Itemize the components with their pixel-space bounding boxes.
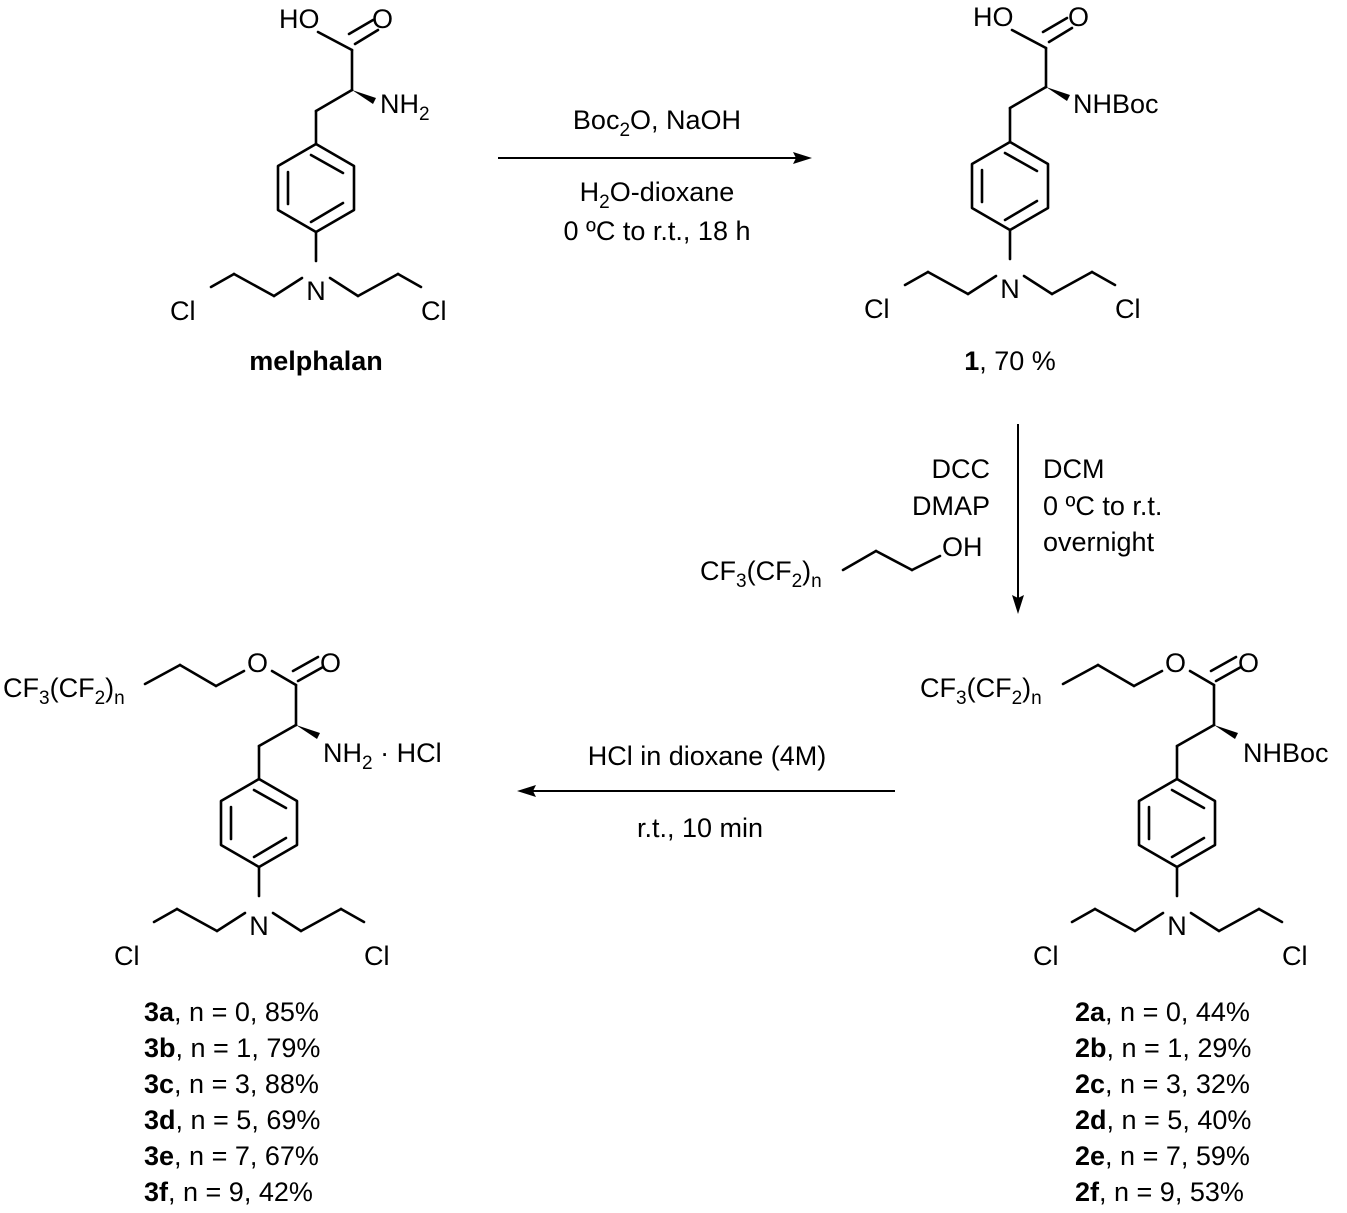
step2-reagent-dcc: DCC bbox=[932, 454, 991, 484]
step2-alcohol-bonds bbox=[841, 549, 942, 572]
melphalan-name: melphalan bbox=[249, 346, 383, 376]
step3-arrow bbox=[517, 785, 895, 797]
list-item: 2f, n = 9, 53% bbox=[1075, 1177, 1244, 1207]
compound3-bonds bbox=[143, 655, 366, 933]
list-item: 3c, n = 3, 88% bbox=[144, 1069, 319, 1099]
list-item: 3e, n = 7, 67% bbox=[144, 1141, 319, 1171]
compound1-structure: HO O NHBoc N Cl Cl 1, 70 % bbox=[864, 2, 1159, 376]
compound1-label: 1, 70 % bbox=[964, 346, 1056, 376]
list-item: 2e, n = 7, 59% bbox=[1075, 1141, 1250, 1171]
step1-solvent: H2O-dioxane bbox=[580, 177, 735, 213]
compound1-cl-right: Cl bbox=[1115, 294, 1141, 324]
list-item: 3d, n = 5, 69% bbox=[144, 1105, 320, 1135]
step3-reagent: HCl in dioxane (4M) bbox=[588, 741, 827, 771]
compound2-chain: CF3(CF2)n bbox=[920, 673, 1042, 709]
list-item: 3f, n = 9, 42% bbox=[144, 1177, 313, 1207]
compound1-bonds bbox=[903, 16, 1117, 296]
melphalan-cl-right: Cl bbox=[421, 296, 447, 326]
step2-alcohol-oh: OH bbox=[942, 532, 983, 562]
compound3-cl-right: Cl bbox=[364, 941, 390, 971]
compound2-carbonyl-o: O bbox=[1238, 648, 1259, 678]
compound3-ester-o: O bbox=[247, 648, 268, 678]
compound3-amine-salt: NH2 · HCl bbox=[323, 738, 442, 774]
compound3-yield-list: 3a, n = 0, 85% 3b, n = 1, 79% 3c, n = 3,… bbox=[144, 997, 320, 1207]
compound2-amine: NHBoc bbox=[1243, 738, 1329, 768]
compound1-amine: NHBoc bbox=[1073, 89, 1159, 119]
compound1-cl-left: Cl bbox=[864, 294, 890, 324]
compound3-chain: CF3(CF2)n bbox=[3, 673, 125, 709]
compound3-structure: CF3(CF2)n O O NH2 · HCl N Cl Cl bbox=[3, 648, 442, 971]
step3-conditions: r.t., 10 min bbox=[637, 813, 763, 843]
compound2-bonds bbox=[1061, 655, 1284, 933]
compound2-yield-list: 2a, n = 0, 44% 2b, n = 1, 29% 2c, n = 3,… bbox=[1075, 997, 1251, 1207]
melphalan-nitrogen: N bbox=[306, 276, 326, 306]
compound2-cl-right: Cl bbox=[1282, 941, 1308, 971]
step1-arrow bbox=[498, 152, 812, 164]
step1-reagents: Boc2O, NaOH bbox=[573, 105, 741, 141]
compound3-carbonyl-o: O bbox=[320, 648, 341, 678]
step2-time: overnight bbox=[1043, 527, 1155, 557]
melphalan-amine: NH2 bbox=[380, 89, 430, 125]
step1-conditions: 0 ºC to r.t., 18 h bbox=[564, 216, 751, 246]
melphalan-acid-oh: HO bbox=[279, 4, 320, 34]
compound1-carbonyl-o: O bbox=[1068, 2, 1089, 32]
compound2-nitrogen: N bbox=[1167, 911, 1187, 941]
melphalan-bonds bbox=[209, 18, 423, 298]
compound1-acid-oh: HO bbox=[973, 2, 1014, 32]
compound3-cl-left: Cl bbox=[114, 941, 140, 971]
compound2-structure: CF3(CF2)n O O NHBoc N Cl Cl bbox=[920, 648, 1329, 971]
melphalan-structure: HO O NH2 N Cl Cl melphalan bbox=[170, 4, 447, 376]
melphalan-carbonyl-o: O bbox=[372, 4, 393, 34]
compound2-cl-left: Cl bbox=[1033, 941, 1059, 971]
step2-reagent-dmap: DMAP bbox=[912, 491, 990, 521]
step2-arrow bbox=[1012, 424, 1024, 614]
list-item: 2d, n = 5, 40% bbox=[1075, 1105, 1251, 1135]
compound1-nitrogen: N bbox=[1000, 274, 1020, 304]
compound3-nitrogen: N bbox=[249, 911, 269, 941]
step2-solvent: DCM bbox=[1043, 454, 1105, 484]
step2-temperature: 0 ºC to r.t. bbox=[1043, 491, 1162, 521]
melphalan-cl-left: Cl bbox=[170, 296, 196, 326]
list-item: 2c, n = 3, 32% bbox=[1075, 1069, 1250, 1099]
list-item: 3b, n = 1, 79% bbox=[144, 1033, 320, 1063]
list-item: 2a, n = 0, 44% bbox=[1075, 997, 1250, 1027]
list-item: 2b, n = 1, 29% bbox=[1075, 1033, 1251, 1063]
compound2-ester-o: O bbox=[1165, 648, 1186, 678]
list-item: 3a, n = 0, 85% bbox=[144, 997, 319, 1027]
step2-alcohol-chain: CF3(CF2)n bbox=[700, 556, 822, 592]
